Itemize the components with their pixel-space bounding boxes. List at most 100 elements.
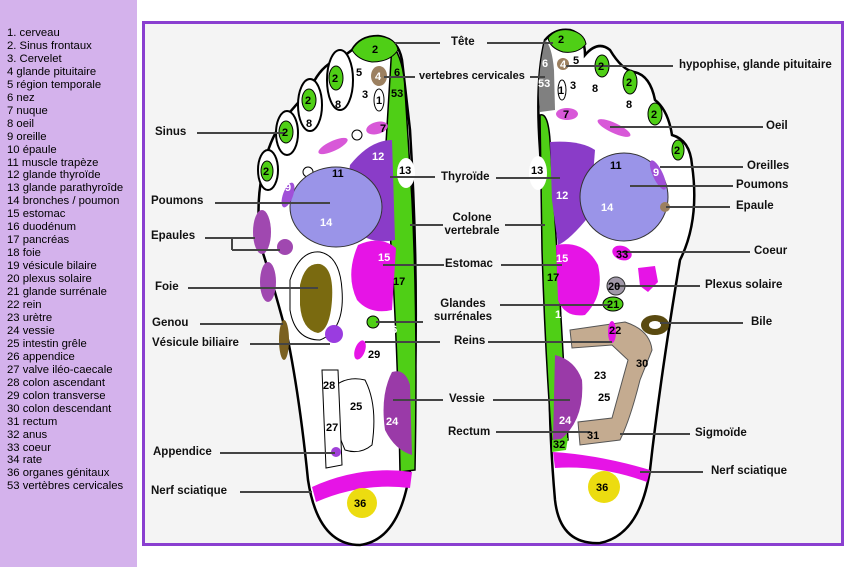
left-colon-asc [321,369,343,469]
left-appendix-zone [331,447,341,457]
left-sinus-4 [260,160,274,182]
num-2: 2 [332,73,338,85]
label-vertebres: vertebres cervicales [419,70,525,82]
left-bladder-zone [383,371,412,455]
legend-item: 4 glande pituitaire [7,65,97,78]
legend-item: 31 rectum [7,415,58,428]
label-sinus: Sinus [155,126,187,138]
num-14: 14 [601,202,614,214]
label-coeur: Coeur [754,245,788,257]
num-4: 4 [560,59,567,71]
legend-item: 21 glande surrénale [7,286,107,299]
num-1: 1 [558,85,564,97]
legend-item: 26 appendice [7,350,75,363]
num-31: 31 [587,430,599,442]
label-appendice: Appendice [153,446,212,458]
num-33: 33 [616,249,628,261]
label-tete: Tête [451,36,475,48]
label-reins: Reins [454,335,486,347]
num-9: 9 [653,167,659,179]
num-28: 28 [323,380,335,392]
legend-item: 3. Cervelet [7,52,62,65]
label-hypophise: hypophise, glande pituitaire [679,59,832,71]
num-12: 12 [372,151,384,163]
num-29: 29 [368,349,380,361]
legend-item: 25 intestin grêle [7,337,87,350]
num-8: 8 [626,99,632,111]
num-8: 8 [592,83,598,95]
right-sciatic-zone [553,452,650,482]
left-foot [253,34,418,547]
left-sciatic-zone [312,470,412,502]
left-shoulder-zone-b [260,262,276,302]
left-stomach-zone [351,240,396,312]
num-17: 17 [547,272,559,284]
num-2: 2 [372,44,378,56]
legend-item: 18 foie [7,247,41,260]
legend-item: 7 nuque [7,104,48,117]
left-parathyroid-zone [397,158,415,188]
right-colon-zone [569,321,653,446]
left-spine-zone [384,41,417,473]
left-dot-a [351,129,363,141]
right-sinus-2 [622,69,638,95]
num-2: 2 [558,34,564,46]
num-25: 25 [598,392,610,404]
left-ear-zone [281,182,295,208]
left-eye-zone [318,137,348,155]
right-neck-zone [556,108,578,120]
num-16: 16 [555,309,567,321]
num-17: 17 [393,276,405,288]
num-15: 15 [556,253,568,265]
left-shoulder-dot [277,239,293,255]
legend-item: 19 vésicule bilaire [7,260,97,273]
right-bladder-zone [553,355,583,440]
num-27: 27 [326,422,338,434]
legend-item: 15 estomac [7,208,66,221]
num-12: 12 [556,190,568,202]
right-brain-zone [557,79,567,101]
legend-item: 5 région temporale [7,78,102,91]
left-lung-zone [289,166,383,248]
legend-item: 8 oeil [7,117,35,130]
legend-item: 53 vertèbres cervicales [7,480,124,493]
right-thyroid-zone [550,141,595,245]
label-poumons-right: Poumons [736,179,789,191]
right-head-zone [547,29,587,53]
right-lung-zone [579,152,669,242]
legend-item: 33 coeur [7,441,51,454]
label-epaule: Epaule [736,200,774,212]
label-epaules: Epaules [151,230,196,242]
label-oeil: Oeil [766,120,788,132]
num-5: 5 [573,55,579,67]
left-shoulder-zone-a [253,210,271,254]
legend-item: 28 colon ascendant [7,376,105,389]
num-6: 6 [394,67,400,79]
num-36: 36 [354,498,366,510]
diagram-frame [142,21,844,546]
legend-item: 12 glande thyroïde [7,169,101,182]
num-4: 4 [375,71,382,83]
label-genou: Genou [152,317,189,329]
num-5: 5 [356,67,362,79]
num-2: 2 [282,127,288,139]
legend-item: 24 vessie [7,324,55,337]
num-16: 16 [385,324,397,336]
num-2: 2 [263,166,269,178]
num-3: 3 [362,89,368,101]
right-genital-zone [588,471,620,503]
num-53: 53 [538,78,550,90]
legend-item: 6 nez [7,91,35,104]
label-oreilles: Oreilles [747,160,790,172]
legend-item: 30 colon descendant [7,402,112,415]
legend-item: 23 urètre [7,311,53,324]
legend-item: 16 duodénum [7,221,77,234]
legend-item: 10 épaule [7,143,57,156]
num-36: 36 [596,482,608,494]
legend-item: 27 valve iléo-caecale [7,363,113,376]
num-11: 11 [332,168,344,180]
num-6: 6 [542,58,548,70]
num-32: 32 [553,439,565,451]
